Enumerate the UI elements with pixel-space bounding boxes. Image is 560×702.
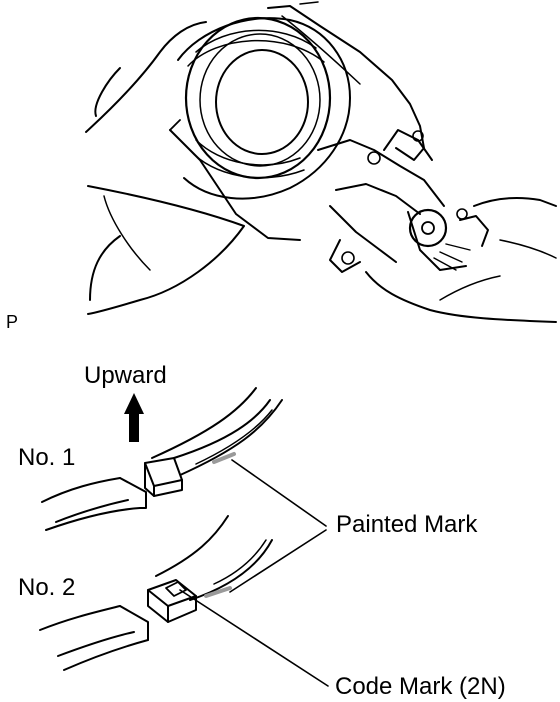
- painted-mark-no1: [212, 452, 236, 464]
- ring-expander-tool: [317, 129, 489, 273]
- painted-mark-no2: [204, 586, 232, 598]
- ring-no2: [39, 515, 273, 671]
- painted-mark-label: Painted Mark: [336, 511, 478, 538]
- painted-mark-leader: [231, 459, 327, 527]
- view-code-label: P: [6, 312, 19, 332]
- upward-arrow-icon: [124, 393, 144, 442]
- piston-body: [177, 17, 351, 200]
- ring-no2-label: No. 2: [18, 574, 76, 601]
- code-mark-2n: [165, 581, 187, 597]
- right-hand: [267, 5, 425, 161]
- ring-expander-illustration: [85, 1, 557, 323]
- ring-no1: [41, 387, 283, 531]
- code-mark-label: Code Mark (2N): [335, 673, 506, 700]
- upward-label: Upward: [84, 362, 167, 389]
- ring-no1-label: No. 1: [18, 444, 76, 471]
- code-mark-leader: [179, 589, 329, 687]
- left-hand: [85, 21, 207, 133]
